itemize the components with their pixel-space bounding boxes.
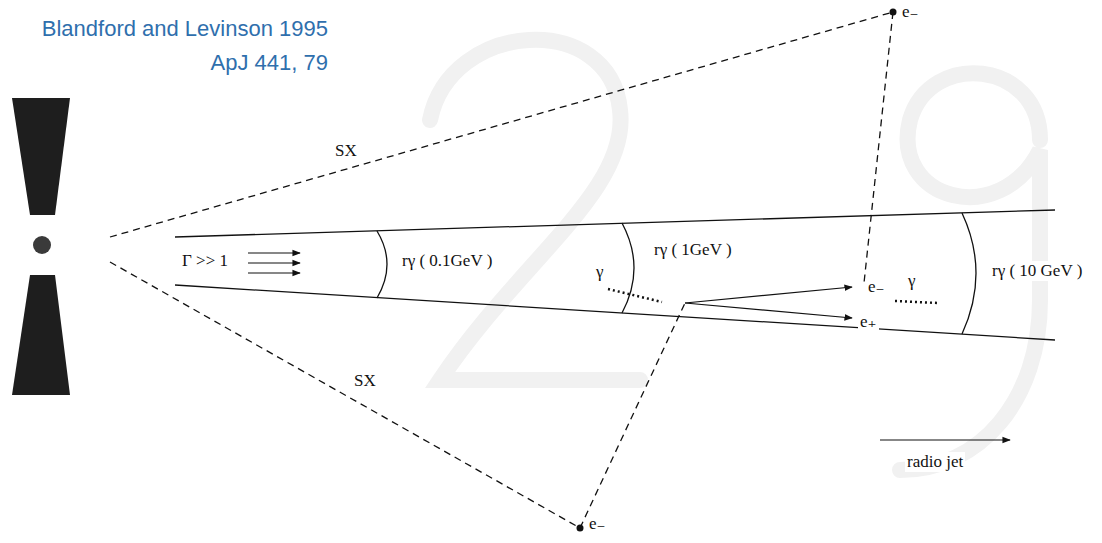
direction-label: radio jet [905,452,965,472]
flow-arrow [248,253,300,273]
reference-text: ApJ 441, 79 [209,50,330,76]
black-hole [33,236,51,254]
gamma-sphere-arc [377,213,976,334]
photon-label: γ [594,262,606,282]
radio-jet-arrow [880,439,1010,440]
lorentz-factor: Γ >> 1 [180,251,230,271]
soft-xray-ray [110,12,893,528]
particle-label: e₊ [858,312,879,332]
particle-label: e₋ [866,277,887,297]
torus-upper [12,98,70,215]
particle-label: e₋ [587,514,608,534]
particle-label: e₋ [900,2,921,22]
jet-boundary [175,210,1055,237]
ray-label: SX [333,141,359,161]
gamma-photon [608,289,938,303]
electron-dot [577,525,584,532]
reference-text: Blandford and Levinson 1995 [40,16,330,42]
electron-dot [890,9,897,16]
photon-label: γ [906,271,918,291]
radius-label: rγ ( 10 GeV ) [990,261,1084,281]
radius-label: rγ ( 1GeV ) [652,240,734,260]
pair-arrow [685,287,852,318]
radius-label: rγ ( 0.1GeV ) [400,251,494,271]
watermark [430,40,1040,470]
jet-boundary [175,285,1055,340]
ray-label: SX [352,371,378,391]
torus-lower [12,275,70,395]
